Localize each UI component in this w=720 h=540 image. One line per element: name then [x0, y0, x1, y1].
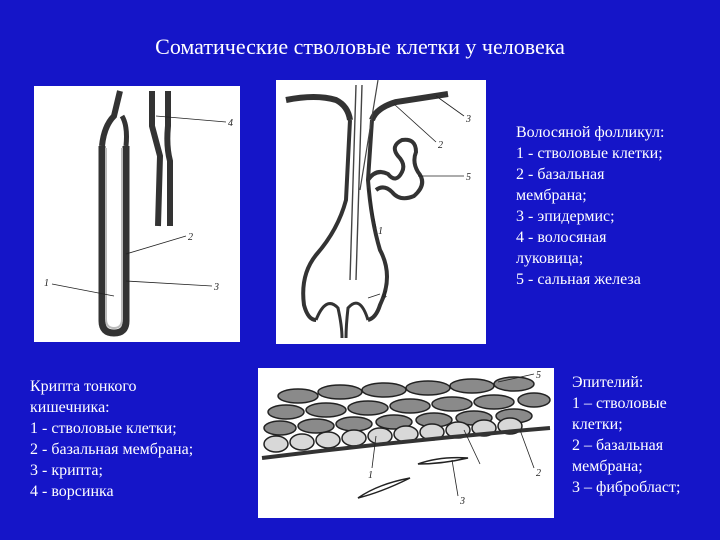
epithelium-caption-line: клетки; — [572, 416, 623, 433]
follicle-caption-line: 1 - стволовые клетки; — [516, 145, 663, 162]
epithelium-caption-line: 2 – базальная — [572, 437, 664, 454]
crypt-diagram: 4 2 1 3 — [34, 86, 240, 342]
crypt-outer-wall — [98, 146, 130, 337]
epithelium-caption-line: 3 – фибробласт; — [572, 479, 681, 496]
epithelium-caption-line: Эпителий: — [572, 374, 644, 391]
follicle-caption: Волосяной фолликул: 1 - стволовые клетки… — [516, 122, 664, 290]
follicle-label-1: 1 — [378, 226, 383, 237]
follicle-line-3 — [435, 95, 465, 117]
epithelium-caption-line: 1 – стволовые — [572, 395, 667, 412]
hair-shaft-3 — [359, 80, 379, 191]
follicle-right-wall — [365, 119, 389, 322]
follicle-caption-line: Волосяной фолликул: — [516, 124, 665, 141]
epi-label-1: 1 — [368, 470, 373, 481]
epi-line-1 — [371, 435, 377, 469]
villus-left-wall — [149, 91, 164, 227]
crypt-label-1: 1 — [44, 278, 49, 289]
fibroblast-1 — [417, 456, 469, 465]
label-line-3 — [125, 280, 213, 287]
follicle-caption-line: 4 - волосяная — [516, 229, 607, 246]
basal-membrane — [261, 426, 551, 460]
epithelium-caption: Эпителий: 1 – стволовые клетки; 2 – база… — [572, 372, 680, 498]
follicle-line-2 — [393, 103, 437, 143]
follicle-left-wall — [301, 119, 352, 322]
follicle-label-3: 3 — [465, 114, 471, 125]
crypt-caption-line: 1 - стволовые клетки; — [30, 420, 177, 437]
villus-right-wall — [164, 91, 173, 226]
follicle-caption-line: мембрана; — [516, 187, 587, 204]
label-line-2 — [125, 235, 187, 255]
follicle-caption-line: 2 - базальная — [516, 166, 605, 183]
epidermis-left — [285, 94, 353, 121]
follicle-label-2: 2 — [438, 140, 443, 151]
crypt-upper-right — [119, 114, 129, 147]
follicle-caption-line: луковица; — [516, 250, 584, 267]
crypt-caption-line: кишечника: — [30, 399, 110, 416]
follicle-diagram: 3 2 5 1 4 — [276, 80, 486, 344]
epi-label-3: 3 — [459, 496, 465, 507]
follicle-caption-line: 3 - эпидермис; — [516, 208, 615, 225]
stem-cell-layer — [263, 417, 523, 453]
crypt-caption-line: 3 - крипта; — [30, 462, 103, 479]
crypt-label-4: 4 — [228, 118, 233, 129]
fibroblast-2 — [357, 477, 411, 499]
epi-line-4 — [463, 429, 481, 465]
crypt-caption-line: 4 - ворсинка — [30, 483, 114, 500]
follicle-label-4: 4 — [382, 290, 387, 301]
follicle-line-4 — [367, 293, 381, 299]
epi-label-5: 5 — [536, 370, 541, 381]
follicle-caption-line: 5 - сальная железа — [516, 271, 641, 288]
epi-line-5 — [497, 373, 535, 383]
crypt-label-3: 3 — [213, 282, 219, 293]
crypt-drawing: 4 2 1 3 — [44, 90, 233, 337]
epi-label-2: 2 — [536, 468, 541, 479]
slide-title: Соматические стволовые клетки у человека — [155, 34, 565, 59]
label-line-4 — [155, 115, 227, 123]
epi-line-2 — [519, 429, 535, 469]
hair-bulb — [314, 301, 370, 339]
crypt-upper-left — [99, 90, 123, 147]
follicle-line-1 — [367, 187, 377, 229]
crypt-caption-line: 2 - базальная мембрана; — [30, 441, 194, 458]
epidermis-right — [369, 91, 449, 122]
crypt-caption-line: Крипта тонкого — [30, 378, 137, 395]
epithelium-diagram: 5 1 2 3 — [258, 368, 554, 518]
crypt-caption: Крипта тонкого кишечника: 1 - стволовые … — [30, 376, 193, 502]
hair-shaft-2 — [355, 84, 363, 281]
follicle-drawing: 3 2 5 1 4 — [285, 80, 471, 339]
hair-shaft-1 — [349, 84, 357, 281]
crypt-lumen — [109, 150, 119, 326]
epi-line-3 — [451, 459, 459, 497]
crypt-label-2: 2 — [188, 232, 193, 243]
follicle-label-5: 5 — [466, 172, 471, 183]
epithelium-drawing: 5 1 2 3 — [261, 370, 551, 507]
crypt-inner-wall — [105, 148, 123, 330]
sebaceous-gland — [366, 137, 425, 201]
label-line-1 — [51, 283, 115, 297]
epithelium-caption-line: мембрана; — [572, 458, 643, 475]
